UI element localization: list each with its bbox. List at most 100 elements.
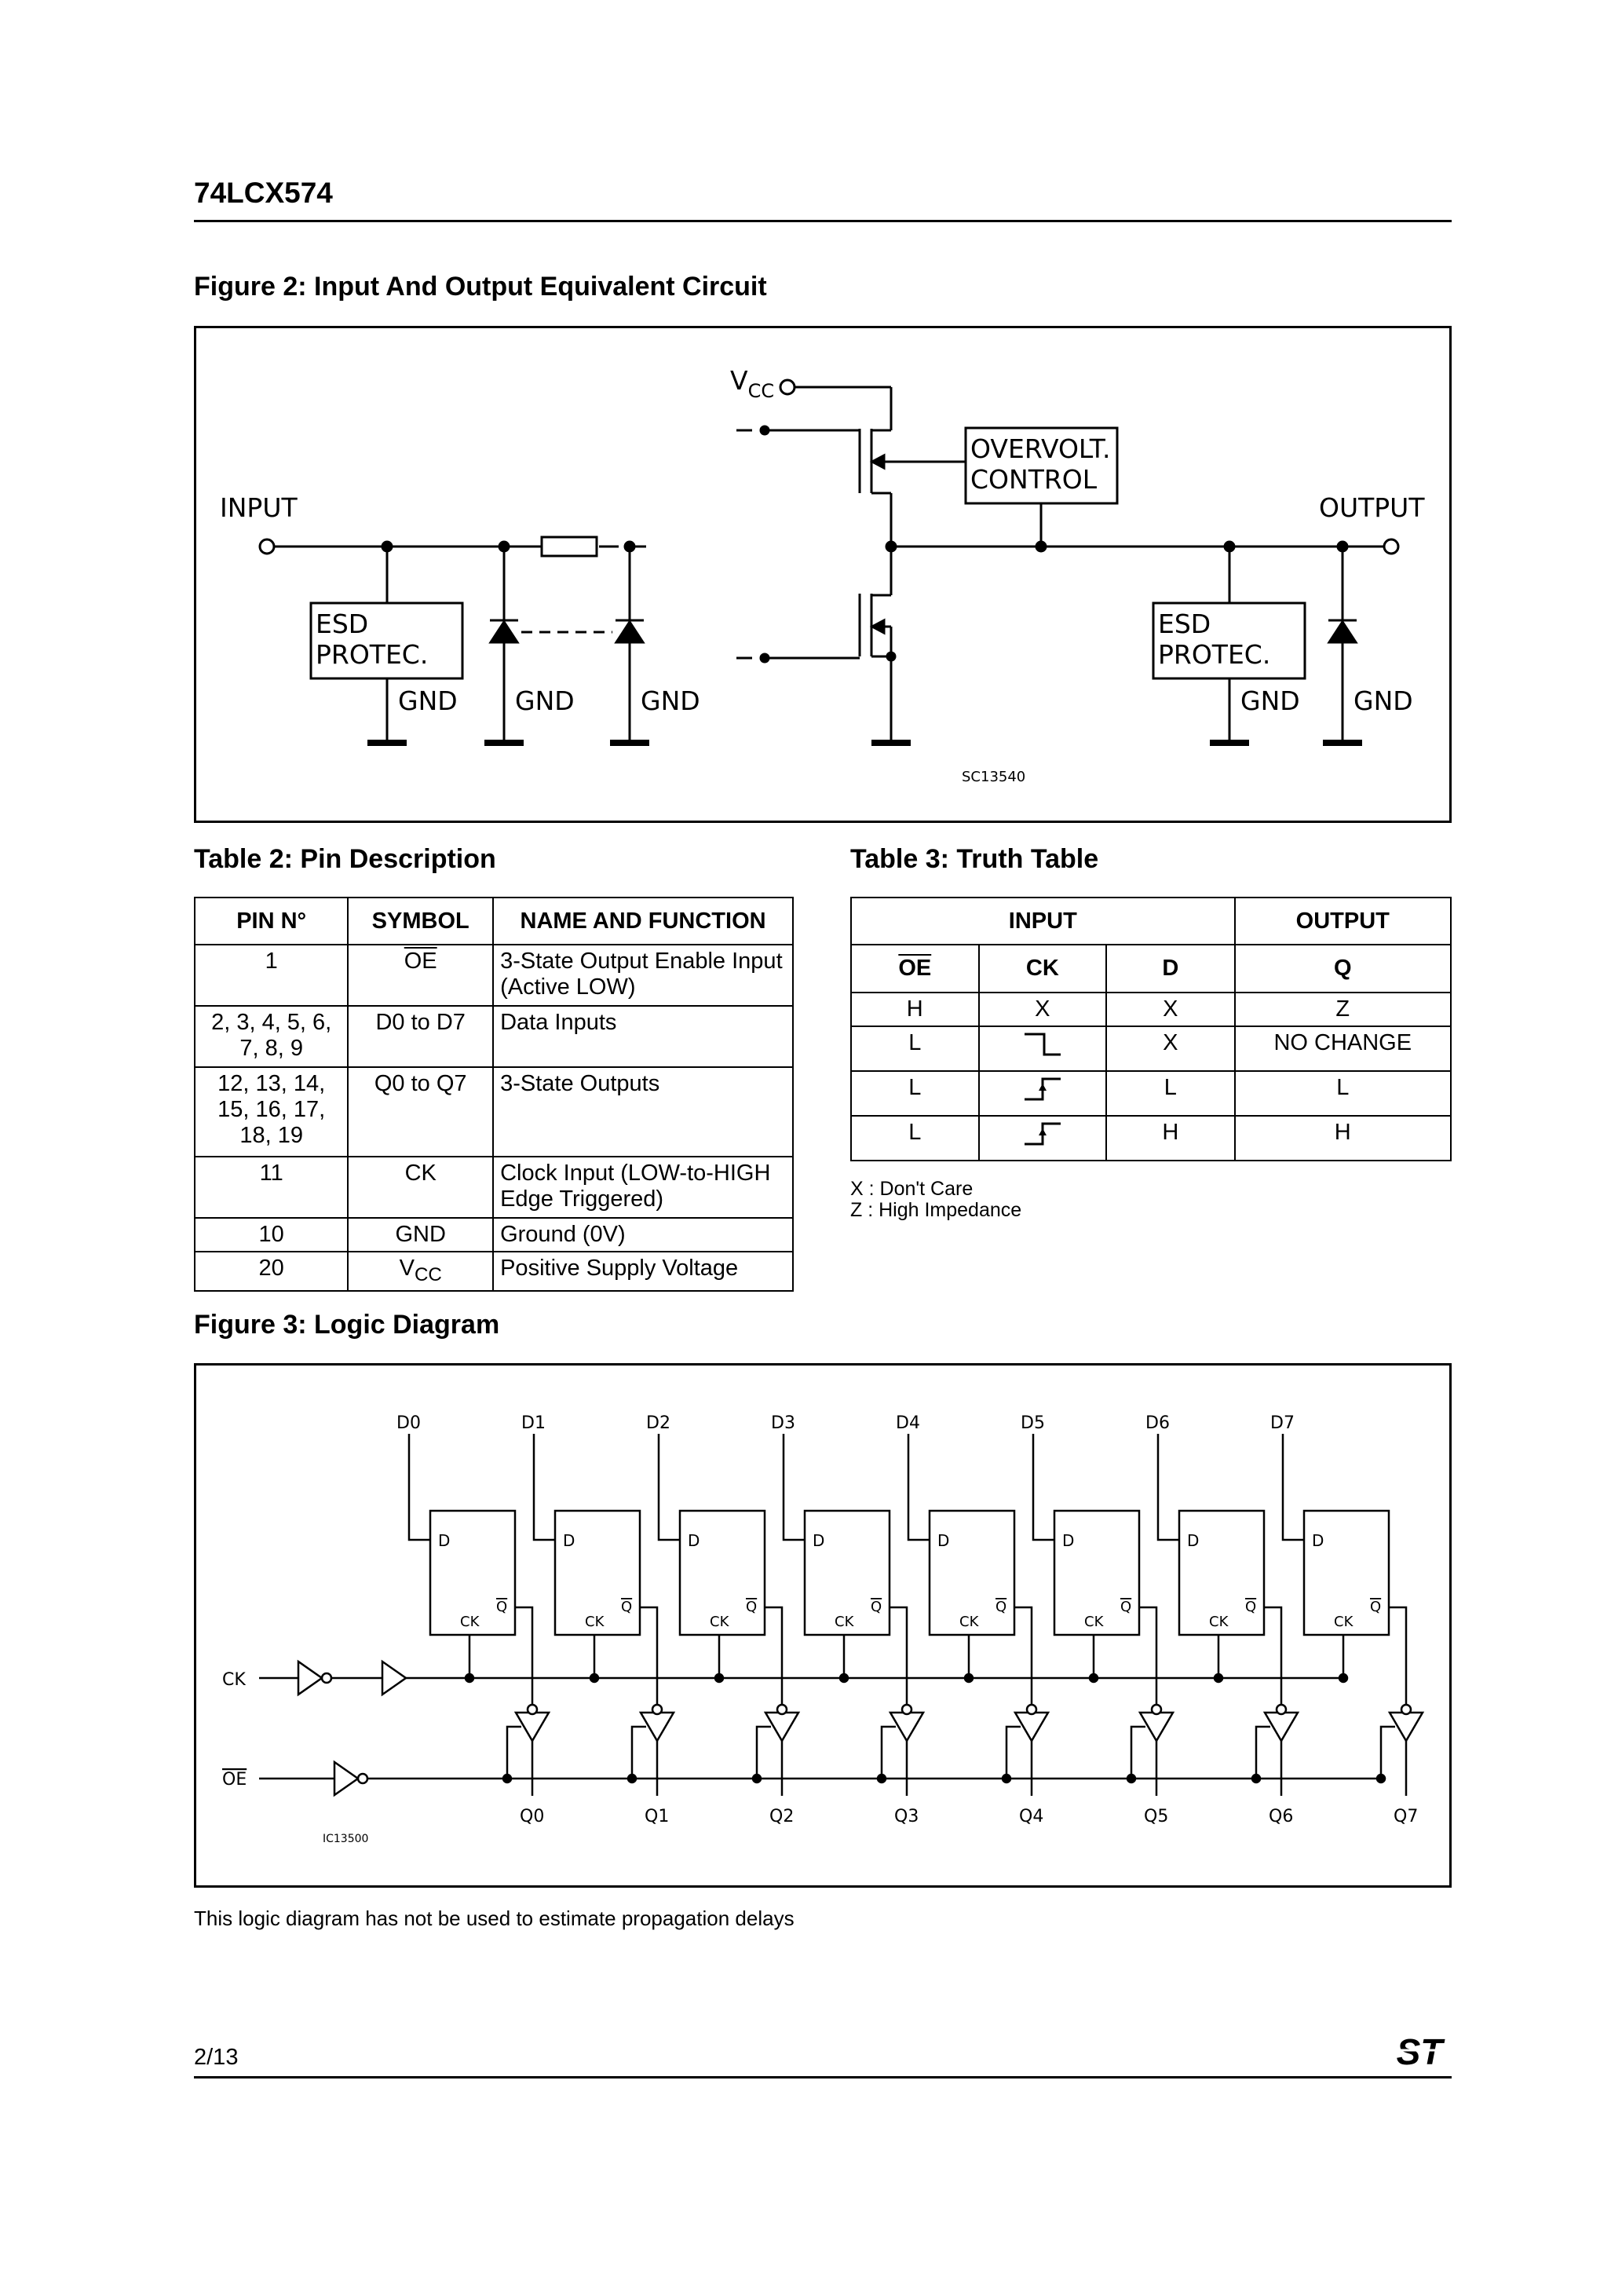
- pin-header: PIN N°: [193, 897, 349, 945]
- qbar-line: [1264, 1606, 1283, 1711]
- ck-cell: [977, 1070, 1108, 1117]
- symbol-cell: Q0 to Q7: [347, 1066, 495, 1157]
- ck-junction: [838, 1673, 849, 1684]
- qbar-line: [890, 1606, 908, 1711]
- q-output-label: Q2: [769, 1807, 794, 1826]
- buffer-bubble: [1025, 1703, 1038, 1716]
- falling-edge-icon: [1024, 1033, 1061, 1056]
- overvolt-label-line2: CONTROL: [970, 464, 1098, 495]
- qbar-line: [765, 1606, 784, 1711]
- flip-flop: [553, 1509, 641, 1636]
- pin-cell: 1: [193, 944, 349, 1007]
- truth-table: INPUT OUTPUT OE CK D Q H X X Z L X NO CH…: [850, 897, 1452, 1161]
- qbar-line: [1389, 1606, 1408, 1711]
- d-input-label: D6: [1145, 1413, 1170, 1433]
- rising-edge-icon: [1024, 1077, 1061, 1101]
- ff-qbar-label: Q: [1245, 1599, 1256, 1615]
- d-input-label: D4: [896, 1413, 920, 1433]
- oe-input-label: OE: [222, 1770, 247, 1790]
- page-number: 2/13: [194, 2045, 239, 2070]
- buffer-bubble: [651, 1703, 663, 1716]
- ff-qbar-label: Q: [746, 1599, 757, 1615]
- ff-ck-label: CK: [585, 1614, 605, 1630]
- ff-qbar-label: Q: [1370, 1599, 1381, 1615]
- table-row: L X NO CHANGE: [850, 1026, 1452, 1072]
- d-input-line: [1032, 1434, 1054, 1541]
- qbar-line: [515, 1606, 534, 1711]
- function-cell: Clock Input (LOW-to-HIGH Edge Triggered): [492, 1156, 794, 1219]
- ff-d-label: D: [438, 1531, 450, 1550]
- d-input-label: D0: [396, 1413, 421, 1433]
- ff-qbar-label: Q: [1120, 1599, 1131, 1615]
- function-cell: 3-State Outputs: [492, 1066, 794, 1157]
- figure3-caption: Figure 3: Logic Diagram: [194, 1310, 500, 1340]
- d-cell: L: [1105, 1070, 1236, 1117]
- q-cell: Z: [1233, 992, 1452, 1027]
- d-input-line: [782, 1434, 805, 1541]
- oe-junction: [1126, 1773, 1137, 1784]
- ff-d-label: D: [813, 1531, 824, 1550]
- svg-text:ST: ST: [1397, 2031, 1446, 2071]
- qbar-line: [640, 1606, 659, 1711]
- gnd-label: GND: [398, 686, 458, 716]
- overvolt-label-line1: OVERVOLT.: [970, 433, 1111, 464]
- d-header: D: [1105, 944, 1236, 993]
- symbol-cell: VCC: [347, 1251, 495, 1292]
- d-cell: X: [1105, 992, 1236, 1027]
- ck-header: CK: [977, 944, 1108, 993]
- ck-buffer: [381, 1659, 408, 1697]
- ff-ck-label: CK: [1084, 1614, 1105, 1630]
- ff-ck-label: CK: [959, 1614, 980, 1630]
- ck-junction: [714, 1673, 725, 1684]
- ff-qbar-label: Q: [621, 1599, 632, 1615]
- ck-inverter: [297, 1659, 324, 1697]
- oe-enable-line: [506, 1725, 521, 1779]
- ff-qbar-label: Q: [871, 1599, 882, 1615]
- oe-junction: [502, 1773, 513, 1784]
- function-cell: 3-State Output Enable Input (Active LOW): [492, 944, 794, 1007]
- table-row: 1 OE 3-State Output Enable Input (Active…: [193, 944, 794, 1007]
- table-row: 2, 3, 4, 5, 6, 7, 8, 9 D0 to D7 Data Inp…: [193, 1005, 794, 1068]
- pin-cell: 20: [193, 1251, 349, 1292]
- q-output-label: Q3: [894, 1807, 919, 1826]
- ff-ck-label: CK: [710, 1614, 730, 1630]
- oe-enable-line: [630, 1725, 646, 1779]
- pin-description-table: PIN N° SYMBOL NAME AND FUNCTION 1 OE 3-S…: [193, 897, 794, 1292]
- d-cell: H: [1105, 1115, 1236, 1161]
- ff-ck-label: CK: [835, 1614, 855, 1630]
- q-output-label: Q4: [1019, 1807, 1043, 1826]
- table-row: L H H: [850, 1115, 1452, 1161]
- ff-ck-label: CK: [1334, 1614, 1354, 1630]
- d-input-label: D1: [521, 1413, 546, 1433]
- flip-flop: [429, 1509, 517, 1636]
- flip-flop: [1302, 1509, 1390, 1636]
- oe-junction: [1251, 1773, 1262, 1784]
- ck-cell: X: [977, 992, 1108, 1027]
- figure2-caption: Figure 2: Input And Output Equivalent Ci…: [194, 272, 767, 302]
- q-output-label: Q0: [520, 1807, 544, 1826]
- function-header: NAME AND FUNCTION: [492, 897, 794, 945]
- vcc-label: VCC: [730, 365, 774, 402]
- q-cell: H: [1233, 1115, 1452, 1161]
- table-row: L L L: [850, 1070, 1452, 1117]
- gnd-label: GND: [1353, 686, 1413, 716]
- oe-enable-line: [1379, 1725, 1395, 1779]
- pin-cell: 2, 3, 4, 5, 6, 7, 8, 9: [193, 1005, 349, 1068]
- part-number-title: 74LCX574: [194, 177, 333, 209]
- q-header: Q: [1233, 944, 1452, 993]
- symbol-cell: OE: [347, 944, 495, 1007]
- esd-right-line2: PROTEC.: [1158, 639, 1270, 670]
- qbar-line: [1139, 1606, 1158, 1711]
- ck-junction: [1213, 1673, 1224, 1684]
- oe-junction: [627, 1773, 637, 1784]
- symbol-header: SYMBOL: [347, 897, 495, 945]
- d-input-line: [657, 1434, 680, 1541]
- buffer-bubble: [1400, 1703, 1412, 1716]
- footer-rule: [194, 2076, 1452, 2078]
- buffer-bubble: [1275, 1703, 1288, 1716]
- symbol-cell: GND: [347, 1217, 495, 1252]
- oe-cell: L: [850, 1026, 980, 1072]
- figure2-circuit: VCC INPUT OUTPUT OVERVOLT. CONTROL ESD P…: [194, 326, 1452, 823]
- ff-qbar-label: Q: [995, 1599, 1006, 1615]
- d-input-label: D2: [646, 1413, 670, 1433]
